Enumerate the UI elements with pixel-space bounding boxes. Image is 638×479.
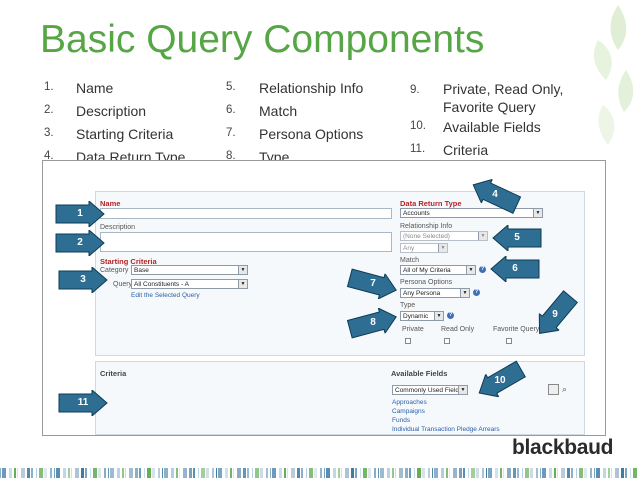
chevron-down-icon: ▼ bbox=[533, 209, 542, 217]
description-input[interactable] bbox=[100, 232, 392, 252]
read-only-checkbox[interactable] bbox=[444, 338, 450, 344]
private-label: Private bbox=[402, 326, 424, 333]
blackbaud-logo: blackbaud bbox=[512, 436, 614, 459]
starting-criteria-label: Starting Criteria bbox=[100, 257, 157, 266]
callout-arrow-10: 10 bbox=[472, 357, 528, 405]
relationship-info-label: Relationship Info bbox=[400, 223, 453, 230]
favorite-query-checkbox[interactable] bbox=[506, 338, 512, 344]
type-select[interactable]: Dynamic▼ bbox=[400, 311, 444, 321]
callout-arrow-1: 1 bbox=[55, 201, 105, 227]
callout-arrow-5: 5 bbox=[492, 225, 542, 251]
search-icon[interactable]: ⌕ bbox=[562, 384, 568, 394]
chevron-down-icon: ▼ bbox=[478, 232, 487, 240]
grid-view-icon[interactable] bbox=[548, 384, 559, 395]
field-link-approaches[interactable]: Approaches bbox=[392, 399, 427, 406]
callout-arrow-2: 2 bbox=[55, 230, 105, 256]
query-label: Query bbox=[113, 281, 133, 288]
name-label: Name bbox=[100, 199, 121, 208]
read-only-label: Read Only bbox=[441, 326, 475, 333]
callout-arrow-6: 6 bbox=[490, 256, 540, 282]
chevron-down-icon: ▼ bbox=[458, 386, 467, 394]
private-checkbox[interactable] bbox=[405, 338, 411, 344]
callout-arrow-4: 4 bbox=[467, 173, 523, 218]
favorite-query-label: Favorite Query bbox=[493, 326, 540, 333]
callout-arrow-9: 9 bbox=[529, 287, 581, 342]
data-return-type-select[interactable]: Accounts▼ bbox=[400, 208, 543, 218]
callout-arrow-11: 11 bbox=[58, 390, 108, 416]
help-icon[interactable]: ? bbox=[479, 266, 486, 273]
field-link-individual-transaction-pledge-arrears[interactable]: Individual Transaction Pledge Arrears bbox=[392, 426, 500, 433]
type-label: Type bbox=[400, 302, 416, 309]
query-select[interactable]: All Constituents - A▼ bbox=[131, 279, 248, 289]
chevron-down-icon: ▼ bbox=[438, 244, 447, 252]
data-return-type-label: Data Return Type bbox=[400, 199, 462, 208]
name-input[interactable] bbox=[100, 208, 392, 219]
callout-arrow-3: 3 bbox=[58, 267, 108, 293]
chevron-down-icon: ▼ bbox=[238, 266, 247, 274]
leaf-decoration bbox=[593, 5, 634, 145]
fields-dropdown[interactable]: Commonly Used Fields▼ bbox=[392, 385, 468, 395]
relationship-any-select[interactable]: Any▼ bbox=[400, 243, 448, 253]
help-icon[interactable]: ? bbox=[447, 312, 454, 319]
persona-select[interactable]: Any Persona▼ bbox=[400, 288, 470, 298]
callout-arrow-8: 8 bbox=[345, 304, 400, 342]
relationship-select[interactable]: (None Selected)▼ bbox=[400, 231, 488, 241]
callout-arrow-7: 7 bbox=[345, 265, 400, 303]
chevron-down-icon: ▼ bbox=[460, 289, 469, 297]
criteria-label: Criteria bbox=[100, 369, 127, 378]
field-link-funds[interactable]: Funds bbox=[392, 417, 411, 424]
category-select[interactable]: Base▼ bbox=[131, 265, 248, 275]
barcode-footer-strip bbox=[0, 468, 637, 478]
chevron-down-icon: ▼ bbox=[238, 280, 247, 288]
chevron-down-icon: ▼ bbox=[434, 312, 443, 320]
chevron-down-icon: ▼ bbox=[466, 266, 475, 274]
available-fields-label: Available Fields bbox=[391, 369, 448, 378]
persona-options-label: Persona Options bbox=[400, 279, 453, 286]
category-label: Category bbox=[100, 267, 129, 274]
match-label: Match bbox=[400, 257, 420, 264]
match-select[interactable]: All of My Criteria▼ bbox=[400, 265, 476, 275]
field-link-campaigns[interactable]: Campaigns bbox=[392, 408, 425, 415]
slide-title: Basic Query Components bbox=[40, 18, 485, 61]
edit-selected-query-link[interactable]: Edit the Selected Query bbox=[131, 292, 200, 299]
description-label: Description bbox=[100, 224, 136, 231]
help-icon[interactable]: ? bbox=[473, 289, 480, 296]
